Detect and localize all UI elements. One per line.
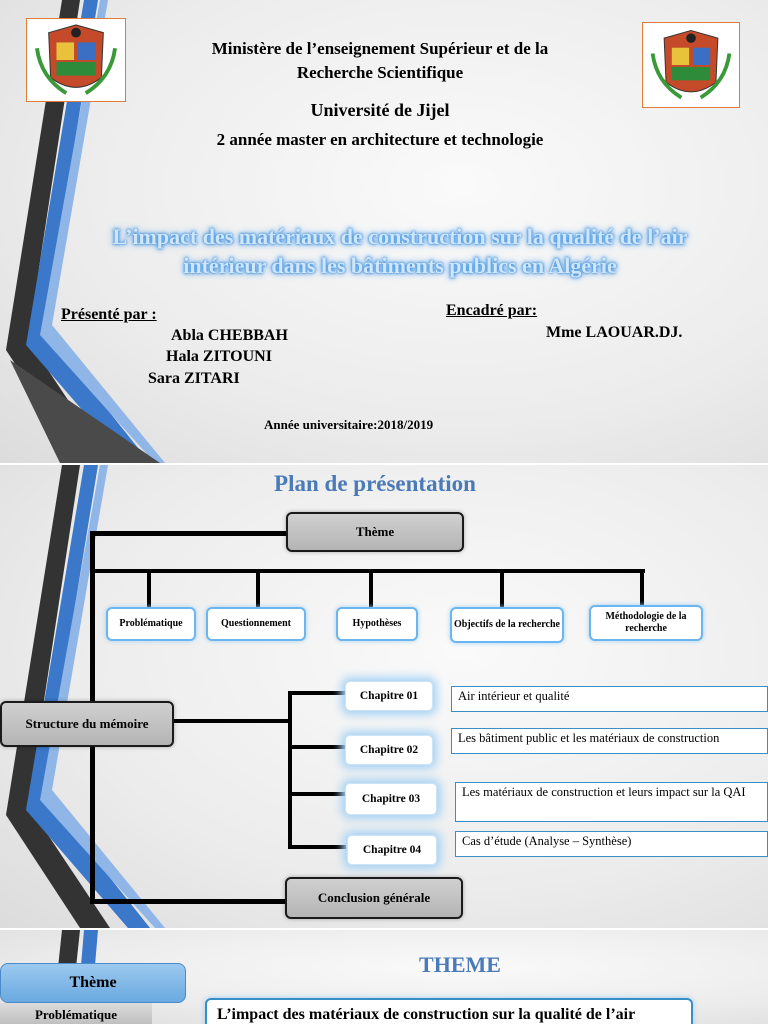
plan-slide: Plan de présentation Thème Problématique…: [0, 465, 768, 928]
methodologie-box: Méthodologie de la recherche: [589, 605, 703, 641]
connector-line: [90, 899, 288, 904]
theme-slide: THEME Thème Problématique L’impact des m…: [0, 930, 768, 1024]
university-name: Université de Jijel: [310, 100, 450, 120]
connector-line: [256, 569, 260, 607]
connector-line: [288, 691, 346, 695]
nav-problematique-tab[interactable]: Problématique: [0, 1003, 152, 1024]
chapter-03-desc: Les matériaux de construction et leurs i…: [455, 782, 768, 822]
connector-line: [174, 719, 290, 723]
author-3: Sara ZITARI: [148, 370, 240, 387]
connector-line: [90, 531, 288, 536]
thesis-title-line2: intérieur dans les bâtiments publics en …: [183, 253, 617, 278]
structure-box: Structure du mémoire: [0, 701, 174, 747]
ministry-line1: Ministère de l’enseignement Supérieur et…: [211, 39, 549, 58]
problematique-box: Problématique: [106, 607, 196, 641]
connector-line: [147, 569, 151, 607]
chapter-04-desc: Cas d’étude (Analyse – Synthèse): [455, 831, 768, 857]
chapter-04-box: Chapitre 04: [347, 835, 437, 865]
decorative-stripes: [6, 0, 165, 463]
supervised-by-label: Encadré par:: [446, 302, 538, 319]
nav-theme-tab[interactable]: Thème: [0, 963, 186, 1003]
conclusion-box: Conclusion générale: [285, 877, 463, 919]
chapter-01-desc: Air intérieur et qualité: [451, 686, 768, 712]
objectifs-box: Objectifs de la recherche: [450, 607, 564, 643]
connector-line: [369, 569, 373, 607]
hypotheses-box: Hypothèses: [336, 607, 418, 641]
title-slide: Ministère de l’enseignement Supérieur et…: [0, 0, 768, 463]
chapter-02-box: Chapitre 02: [345, 735, 433, 765]
ministry-line2: Recherche Scientifique: [296, 63, 464, 82]
theme-text-box: L’impact des matériaux de construction s…: [205, 998, 693, 1024]
connector-line: [640, 569, 644, 607]
ministry-heading: Ministère de l’enseignement Supérieur et…: [150, 37, 610, 85]
university-logo-left: [26, 18, 126, 102]
academic-year: Année universitaire:2018/2019: [264, 417, 434, 432]
university-logo-right: [642, 22, 740, 108]
connector-line: [288, 745, 346, 749]
author-2: Hala ZITOUNI: [166, 348, 272, 365]
program-name: 2 année master en architecture et techno…: [216, 130, 544, 149]
author-1: Abla CHEBBAH: [171, 327, 288, 344]
plan-title: Plan de présentation: [274, 471, 476, 496]
thesis-title-line1: L’impact des matériaux de construction s…: [112, 224, 688, 249]
decorative-stripes: [6, 465, 165, 928]
chapter-01-box: Chapitre 01: [345, 681, 433, 711]
theme-box: Thème: [286, 512, 464, 552]
chapter-02-desc: Les bâtiment public et les matériaux de …: [451, 728, 768, 754]
chapter-03-box: Chapitre 03: [345, 783, 437, 815]
connector-line: [500, 569, 504, 607]
thesis-title: L’impact des matériaux de construction s…: [40, 222, 760, 280]
presented-by-label: Présenté par :: [61, 306, 157, 323]
theme-slide-title: THEME: [419, 952, 501, 977]
connector-line: [288, 691, 292, 849]
questionnement-box: Questionnement: [206, 607, 306, 641]
connector-line: [288, 845, 346, 849]
connector-line: [288, 792, 346, 796]
supervisor-name: Mme LAOUAR.DJ.: [546, 324, 683, 341]
